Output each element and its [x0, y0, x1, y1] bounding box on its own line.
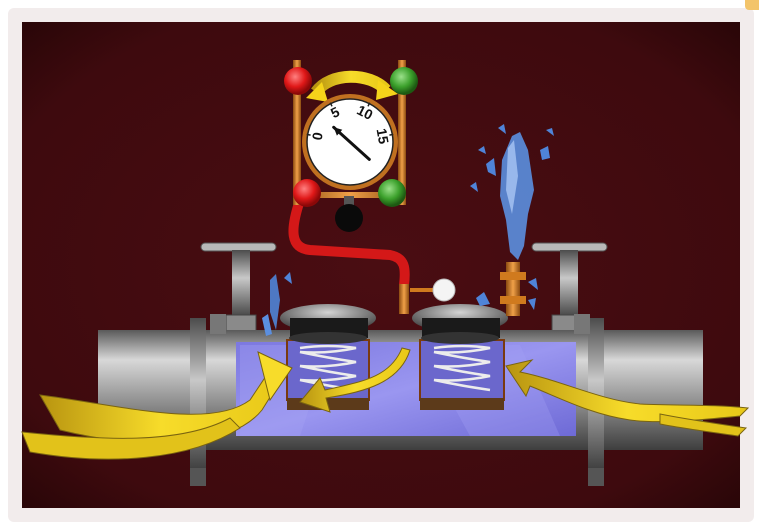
copper-test-cock — [399, 284, 409, 314]
red-indicator-light-lower-icon — [293, 179, 321, 207]
green-indicator-light-lower-icon — [378, 179, 406, 207]
green-indicator-light-icon — [390, 67, 418, 95]
first-check-cap — [280, 304, 376, 344]
gauge-knob-icon — [335, 204, 363, 232]
gauge-tick-label-15: 15 — [374, 127, 392, 145]
second-check-chamber — [420, 340, 504, 400]
gauge-tick-mark — [307, 134, 311, 135]
gauge-tick-mark — [389, 134, 393, 135]
second-check-cap — [412, 304, 508, 344]
red-indicator-light-icon — [284, 67, 312, 95]
left-leg — [190, 468, 206, 486]
corner-tab — [745, 0, 759, 10]
right-leg — [588, 468, 604, 486]
test-cock-ball — [433, 279, 455, 301]
